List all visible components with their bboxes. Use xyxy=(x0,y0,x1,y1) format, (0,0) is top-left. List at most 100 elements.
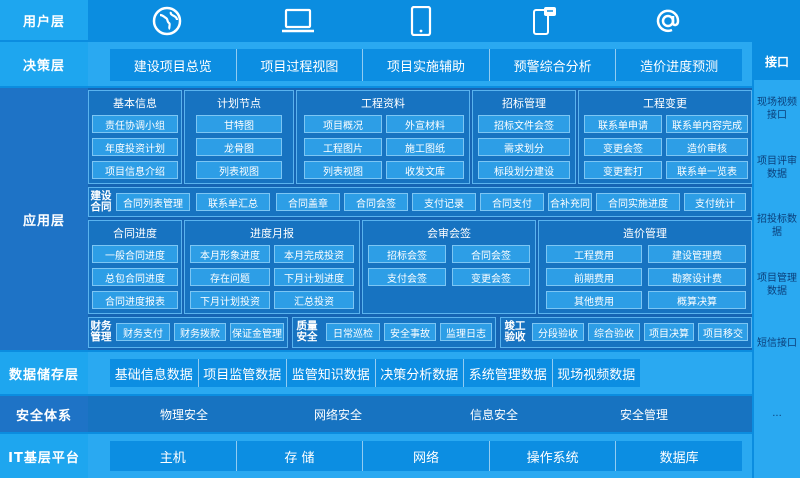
panel-title: 进度月报 xyxy=(250,227,294,240)
change-item[interactable]: 造价审核 xyxy=(666,138,748,156)
storage-item[interactable]: 系统管理数据 xyxy=(464,359,553,387)
quality-item[interactable]: 安全事故 xyxy=(384,323,436,341)
contract-item[interactable]: 合同列表管理 xyxy=(116,193,190,211)
quality-label: 质量安全 xyxy=(296,320,318,343)
finance-item[interactable]: 财务拨款 xyxy=(174,323,226,341)
contract-item[interactable]: 合同实施进度 xyxy=(596,193,680,211)
plan-item[interactable]: 甘特图 xyxy=(196,115,282,133)
docs-item[interactable]: 外宣材料 xyxy=(386,115,464,133)
contract-item[interactable]: 合同会签 xyxy=(344,193,408,211)
infra-item[interactable]: 操作系统 xyxy=(490,441,617,471)
contract-item[interactable]: 支付记录 xyxy=(412,193,476,211)
cost-item[interactable]: 勘察设计费 xyxy=(648,268,746,286)
acceptance-item[interactable]: 项目决算 xyxy=(644,323,694,341)
infra-item[interactable]: 存 储 xyxy=(237,441,364,471)
acceptance-label: 竣工验收 xyxy=(504,320,526,343)
decision-bar: 建设项目总览 项目过程视图 项目实施辅助 预警综合分析 造价进度预测 xyxy=(110,49,742,81)
acceptance-item[interactable]: 分段验收 xyxy=(532,323,584,341)
contract-item[interactable]: 合同支付 xyxy=(480,193,544,211)
docs-item[interactable]: 收发文库 xyxy=(386,161,464,179)
panel-title: 合同进度 xyxy=(113,227,157,240)
interface-title: 接口 xyxy=(754,42,800,80)
cost-item[interactable]: 工程费用 xyxy=(546,245,642,263)
finance-item[interactable]: 保证金管理 xyxy=(230,323,284,341)
at-icon xyxy=(651,6,685,36)
docs-item[interactable]: 施工图纸 xyxy=(386,138,464,156)
user-layer-band xyxy=(88,0,800,40)
quality-item[interactable]: 监理日志 xyxy=(440,323,492,341)
panel-title: 工程资料 xyxy=(361,97,405,110)
docs-item[interactable]: 项目概况 xyxy=(304,115,382,133)
basic-item[interactable]: 年度投资计划 xyxy=(92,138,178,156)
storage-bar: 基础信息数据 项目监管数据 监管知识数据 决策分析数据 系统管理数据 现场视频数… xyxy=(110,359,640,387)
review-item[interactable]: 招标会签 xyxy=(368,245,446,263)
storage-item[interactable]: 基础信息数据 xyxy=(110,359,199,387)
monthly-item[interactable]: 下月计划投资 xyxy=(190,291,270,309)
bid-item[interactable]: 标段划分建设 xyxy=(478,161,570,179)
bid-item[interactable]: 需求划分 xyxy=(478,138,570,156)
panel-title: 招标管理 xyxy=(502,97,546,110)
monthly-item[interactable]: 存在问题 xyxy=(190,268,270,286)
layer-label-decision: 决策层 xyxy=(0,42,88,86)
contract-item[interactable]: 联系单汇总 xyxy=(196,193,270,211)
docs-item[interactable]: 列表视图 xyxy=(304,161,382,179)
interface-item: 项目评审数据 xyxy=(757,156,797,180)
finance-item[interactable]: 财务支付 xyxy=(116,323,170,341)
cost-item[interactable]: 建设管理费 xyxy=(648,245,746,263)
contract-item[interactable]: 合补充同 xyxy=(548,193,592,211)
plan-item[interactable]: 列表视图 xyxy=(196,161,282,179)
decision-item[interactable]: 造价进度预测 xyxy=(640,59,719,75)
monthly-item[interactable]: 汇总投资 xyxy=(274,291,354,309)
change-item[interactable]: 变更套打 xyxy=(584,161,662,179)
layer-label-security: 安全体系 xyxy=(0,396,88,432)
finance-label: 财务管理 xyxy=(90,320,112,343)
interface-item: 短信接口 xyxy=(757,338,797,349)
storage-item[interactable]: 决策分析数据 xyxy=(376,359,464,387)
decision-item[interactable]: 建设项目总览 xyxy=(110,49,237,81)
decision-item[interactable]: 项目实施辅助 xyxy=(363,49,490,81)
monthly-item[interactable]: 本月形象进度 xyxy=(190,245,270,263)
infra-item[interactable]: 数据库 xyxy=(659,450,699,466)
progress-item[interactable]: 一般合同进度 xyxy=(92,245,178,263)
panel-title: 工程变更 xyxy=(643,97,687,110)
docs-item[interactable]: 工程图片 xyxy=(304,138,382,156)
change-item[interactable]: 变更会签 xyxy=(584,138,662,156)
infra-item[interactable]: 网络 xyxy=(363,441,490,471)
storage-item[interactable]: 监管知识数据 xyxy=(287,359,376,387)
plan-item[interactable]: 龙骨图 xyxy=(196,138,282,156)
interface-item: 现场视频接口 xyxy=(757,97,797,121)
basic-item[interactable]: 项目信息介绍 xyxy=(92,161,178,179)
panel-title: 基本信息 xyxy=(113,97,157,110)
progress-item[interactable]: 总包合同进度 xyxy=(92,268,178,286)
monthly-item[interactable]: 本月完成投资 xyxy=(274,245,354,263)
basic-item[interactable]: 责任协调小组 xyxy=(92,115,178,133)
layer-label-user: 用户层 xyxy=(0,0,88,40)
decision-item[interactable]: 项目过程视图 xyxy=(237,49,364,81)
progress-item[interactable]: 合同进度报表 xyxy=(92,291,178,309)
panel-review-sign xyxy=(362,220,536,314)
review-item[interactable]: 变更会签 xyxy=(452,268,530,286)
quality-item[interactable]: 日常巡检 xyxy=(326,323,380,341)
cost-item[interactable]: 概算决算 xyxy=(648,291,746,309)
change-item[interactable]: 联系单内容完成 xyxy=(666,115,748,133)
storage-item[interactable]: 项目监管数据 xyxy=(199,359,287,387)
acceptance-item[interactable]: 项目移交 xyxy=(698,323,748,341)
layer-label-storage: 数据储存层 xyxy=(0,352,88,394)
review-item[interactable]: 支付会签 xyxy=(368,268,446,286)
phone-icon xyxy=(528,6,562,36)
bid-item[interactable]: 招标文件会签 xyxy=(478,115,570,133)
decision-item[interactable]: 预警综合分析 xyxy=(490,49,617,81)
acceptance-item[interactable]: 综合验收 xyxy=(588,323,640,341)
infra-item[interactable]: 主机 xyxy=(110,441,237,471)
cost-item[interactable]: 前期费用 xyxy=(546,268,642,286)
cost-item[interactable]: 其他费用 xyxy=(546,291,642,309)
review-item[interactable]: 合同会签 xyxy=(452,245,530,263)
monthly-item[interactable]: 下月计划进度 xyxy=(274,268,354,286)
layer-label-application: 应用层 xyxy=(0,88,88,350)
security-item: 物理安全 xyxy=(159,408,208,422)
change-item[interactable]: 联系单一览表 xyxy=(666,161,748,179)
change-item[interactable]: 联系单申请 xyxy=(584,115,662,133)
contract-item[interactable]: 支付统计 xyxy=(684,193,746,211)
contract-item[interactable]: 合同盖章 xyxy=(276,193,340,211)
storage-item[interactable]: 现场视频数据 xyxy=(557,367,636,383)
